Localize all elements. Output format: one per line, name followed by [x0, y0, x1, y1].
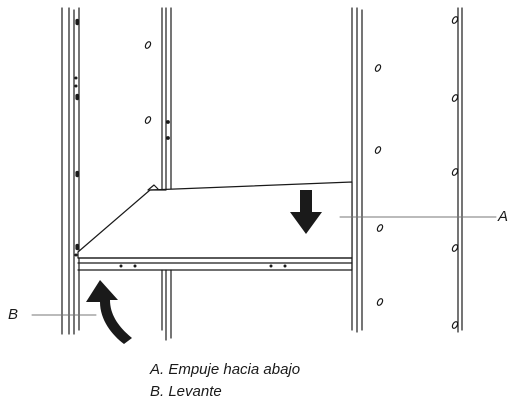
- callout-label-b: B: [8, 306, 19, 323]
- callout-label-a: A: [498, 208, 509, 225]
- legend-item-b: B. Levante: [150, 383, 222, 400]
- curved-arrow-up-icon: [86, 280, 132, 344]
- door-rail: [451, 7, 463, 333]
- arrow-down-icon: [290, 190, 322, 234]
- shelf: [77, 181, 353, 271]
- right-wall-panel: [351, 7, 384, 333]
- left-wall-panel: [61, 7, 80, 335]
- legend-item-a: A. Empuje hacia abajo: [150, 361, 301, 378]
- back-rail: [144, 7, 172, 341]
